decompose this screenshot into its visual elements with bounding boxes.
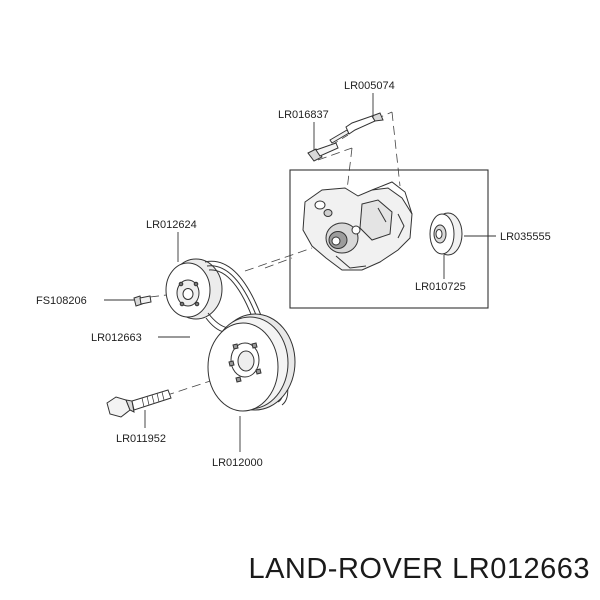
part-title: LAND-ROVER LR012663 — [248, 553, 590, 585]
small-bolt — [133, 295, 152, 307]
leader-lines — [104, 93, 496, 452]
label-damper: LR012000 — [212, 457, 263, 469]
idler-pulley — [429, 212, 463, 256]
label-short-bolt: LR016837 — [278, 109, 329, 121]
crank-damper — [207, 313, 296, 412]
short-bolt — [307, 142, 339, 162]
label-long-bolt: LR005074 — [344, 80, 395, 92]
label-small-bolt: FS108206 — [36, 295, 87, 307]
crank-bolt — [106, 389, 172, 418]
label-idler-bolt: LR010725 — [415, 281, 466, 293]
label-crank-bolt: LR011952 — [116, 433, 166, 445]
pump-housing — [302, 181, 413, 271]
label-belt: LR012663 — [91, 332, 142, 344]
long-bolt — [329, 112, 384, 144]
idler-assembly-frame — [289, 169, 489, 309]
upper-pulley — [165, 258, 223, 320]
label-upper-pulley: LR012624 — [146, 219, 197, 231]
label-idler-pulley: LR035555 — [500, 231, 551, 243]
